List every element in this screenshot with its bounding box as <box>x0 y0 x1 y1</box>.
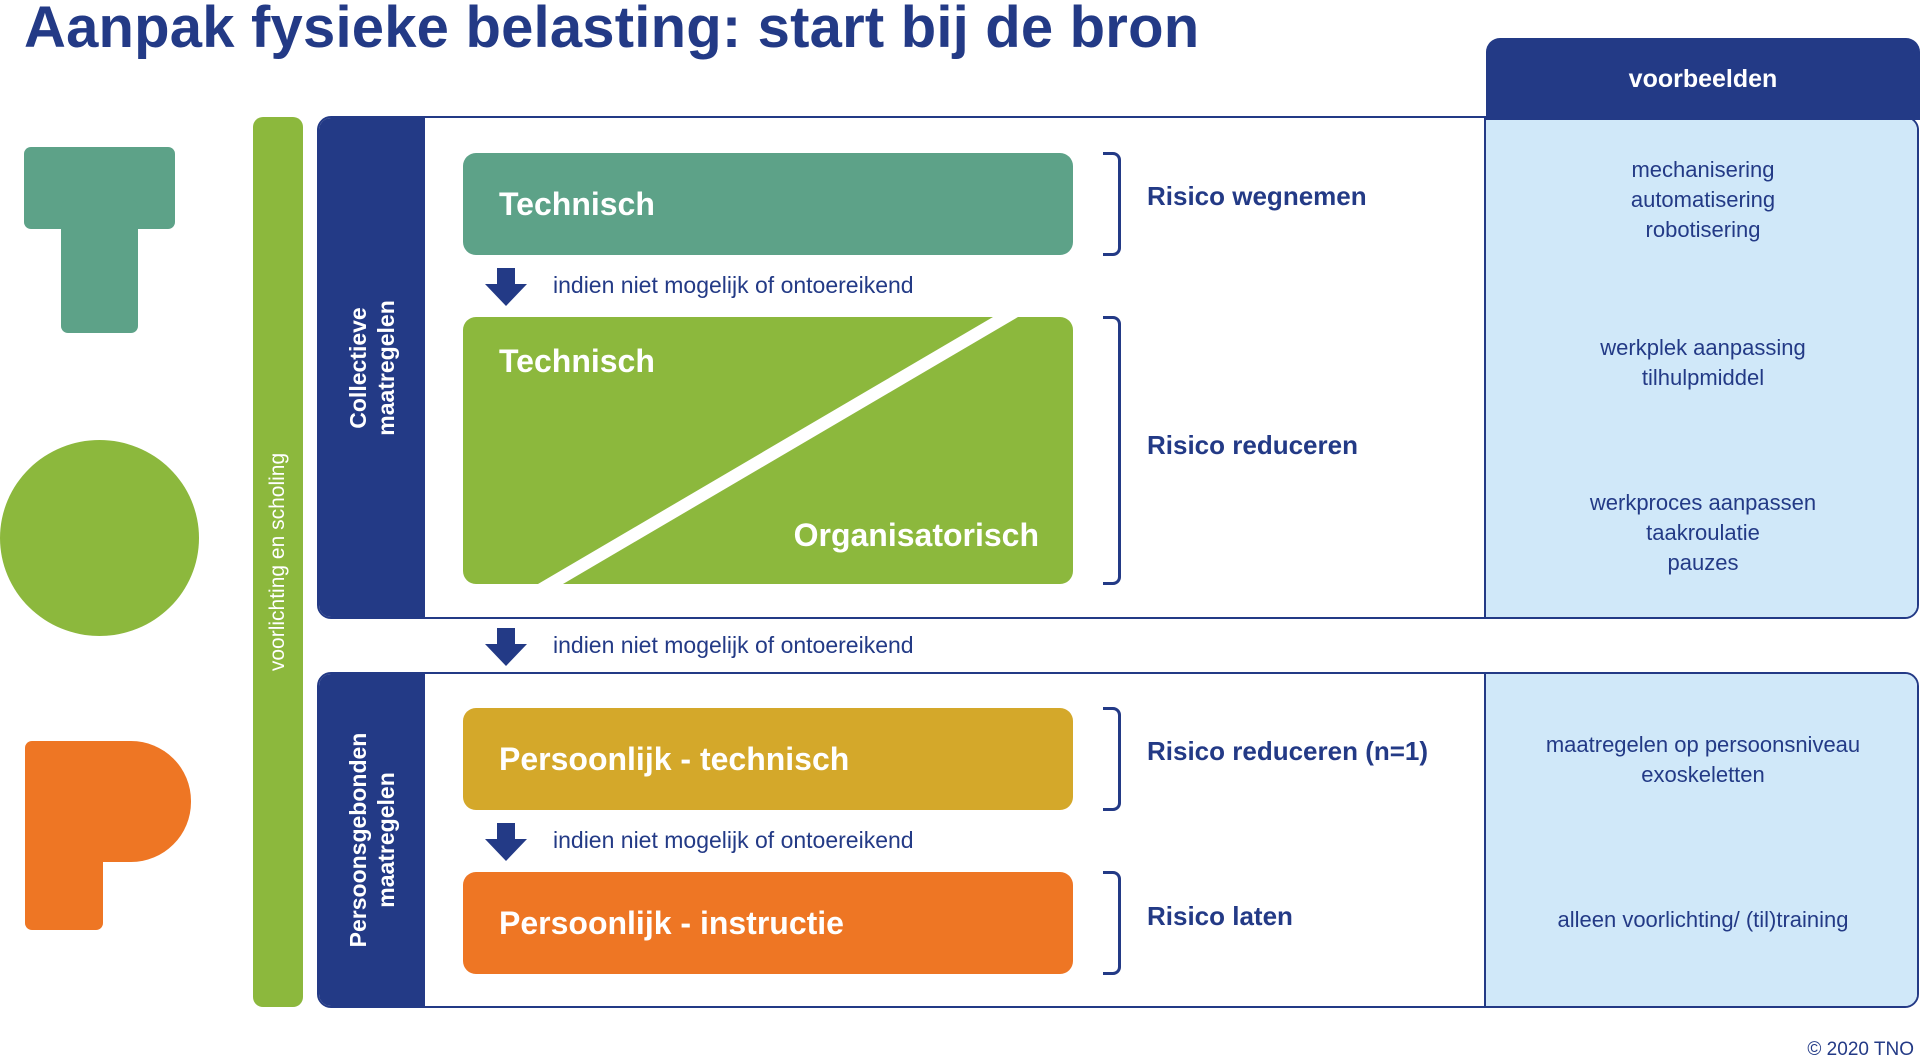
technical-box2-label: Technisch <box>499 343 655 379</box>
technical-box-label: Technisch <box>499 185 655 222</box>
examples-workplace: werkplek aanpassing tilhulpmiddel <box>1488 333 1918 393</box>
bracket-2 <box>1103 316 1121 585</box>
examples-header: voorbeelden <box>1486 38 1920 120</box>
arrow-down-icon <box>485 823 527 861</box>
example-item: alleen voorlichting/ (til)training <box>1557 907 1849 932</box>
collective-side: Collectieve maatregelen <box>319 118 425 617</box>
o-circle-icon <box>0 440 199 636</box>
example-item: automatisering <box>1630 187 1776 212</box>
bracket-4 <box>1103 871 1121 975</box>
note-1: indien niet mogelijk of ontoereikend <box>553 272 914 298</box>
example-item: exoskeletten <box>1641 762 1765 787</box>
examples-personal-instruction: alleen voorlichting/ (til)training <box>1488 905 1918 935</box>
arrow-down-icon <box>485 268 527 306</box>
bracket-3 <box>1103 707 1121 811</box>
note-2: indien niet mogelijk of ontoereikend <box>553 632 914 658</box>
examples-technical: mechanisering automatisering robotiserin… <box>1488 155 1918 245</box>
personal-side: Persoonsgebonden maatregelen <box>319 674 425 1006</box>
arrow-down-icon <box>485 628 527 666</box>
example-item: robotisering <box>1645 217 1761 242</box>
copyright: © 2020 TNO <box>1807 1039 1914 1060</box>
note-3: indien niet mogelijk of ontoereikend <box>553 827 914 853</box>
example-item: tilhulpmiddel <box>1641 365 1765 390</box>
examples-organisational: werkproces aanpassen taakroulatie pauzes <box>1488 488 1918 578</box>
bracket-1 <box>1103 152 1121 256</box>
personal-examples-column <box>1484 674 1917 1006</box>
risk-reduce-label: Risico reduceren <box>1147 430 1358 460</box>
page-title: Aanpak fysieke belasting: start bij de b… <box>24 0 1200 60</box>
risk-leave-label: Risico laten <box>1147 901 1293 931</box>
education-bar-label: voorlichting en scholing <box>266 452 289 672</box>
example-item: mechanisering <box>1631 157 1775 182</box>
collective-label-line1: Collectieve <box>345 306 371 429</box>
example-item: werkproces aanpassen <box>1589 490 1817 515</box>
personal-instruction-label: Persoonlijk - instructie <box>499 904 844 941</box>
personal-instruction-box: Persoonlijk - instructie <box>463 872 1073 974</box>
p-shape-stem <box>25 800 103 930</box>
risk-remove-label: Risico wegnemen <box>1147 181 1367 211</box>
example-item: maatregelen op persoonsniveau <box>1545 732 1861 757</box>
personal-technical-label: Persoonlijk - technisch <box>499 740 850 777</box>
example-item: taakroulatie <box>1646 520 1760 545</box>
personal-label: Persoonsgebonden maatregelen <box>344 733 400 948</box>
personal-label-line1: Persoonsgebonden <box>345 732 371 948</box>
collective-label-line2: maatregelen <box>373 299 399 436</box>
example-item: werkplek aanpassing <box>1600 335 1806 360</box>
examples-personal-technical: maatregelen op persoonsniveau exoskelett… <box>1488 730 1918 790</box>
t-shape-stem <box>61 200 138 333</box>
collective-examples-column <box>1484 118 1917 617</box>
technical-organisational-box: Technisch Organisatorisch <box>463 317 1073 584</box>
collective-label: Collectieve maatregelen <box>344 300 400 436</box>
personal-label-line2: maatregelen <box>373 772 399 908</box>
risk-reduce-n1-label: Risico reduceren (n=1) <box>1147 736 1429 766</box>
diagonal-divider <box>538 317 1018 584</box>
technical-box: Technisch <box>463 153 1073 255</box>
organisational-label: Organisatorisch <box>793 517 1039 553</box>
education-bar <box>253 117 303 1007</box>
personal-technical-box: Persoonlijk - technisch <box>463 708 1073 810</box>
example-item: pauzes <box>1667 550 1739 575</box>
